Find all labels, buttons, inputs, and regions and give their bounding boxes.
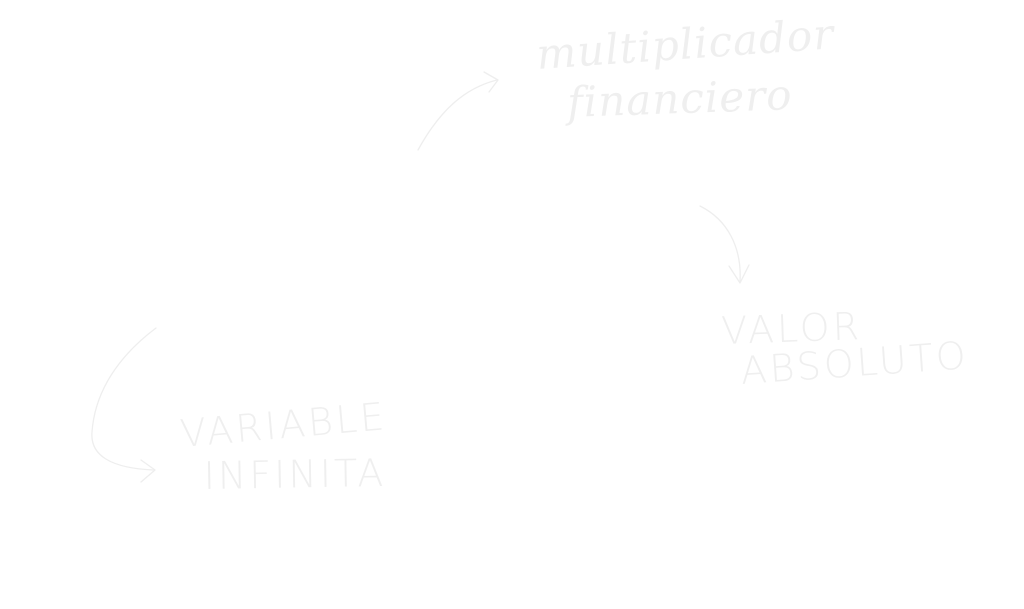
- arrow-to-multiplicador: [417, 79, 498, 151]
- arrow-to-multiplicador-head: [483, 71, 499, 93]
- arrow-to-valor-head: [728, 264, 750, 284]
- arrow-to-valor: [699, 205, 741, 283]
- note-multiplicador-line2: financiero: [566, 70, 794, 127]
- arrow-to-variable: [91, 327, 157, 471]
- arrow-to-variable-head: [140, 459, 156, 483]
- note-valor-absoluto: VALOR ABSOLUTO: [721, 304, 971, 393]
- note-variable-infinita: VARIABLE INFINITA: [178, 394, 389, 498]
- note-variable-line2: INFINITA: [203, 450, 387, 498]
- note-multiplicador-financiero: multiplicador financiero: [535, 9, 836, 127]
